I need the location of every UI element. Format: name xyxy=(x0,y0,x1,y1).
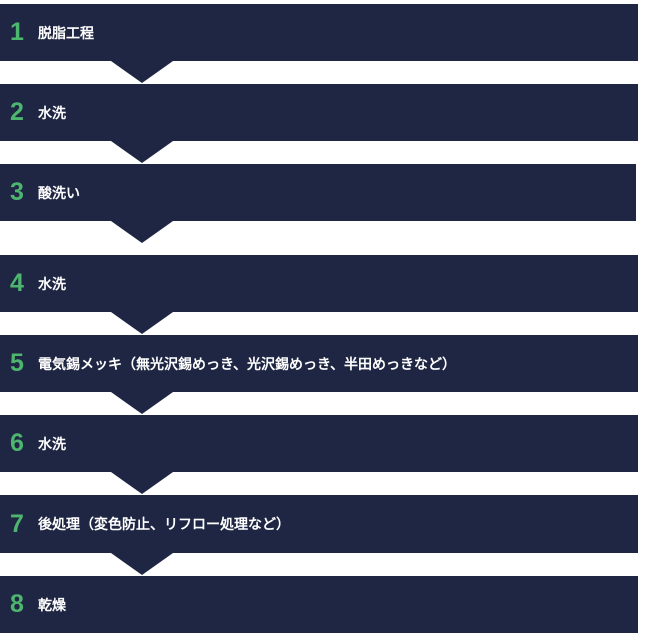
step-label: 乾燥 xyxy=(38,597,66,614)
step-number: 8 xyxy=(10,590,24,618)
step-number: 3 xyxy=(10,178,24,206)
down-arrow-icon xyxy=(111,472,173,494)
down-arrow-icon xyxy=(111,141,173,163)
step-number: 1 xyxy=(10,18,24,46)
step-label: 水洗 xyxy=(38,436,66,453)
step-number: 4 xyxy=(10,269,24,297)
step-1: 1 脱脂工程 xyxy=(0,4,638,61)
down-arrow-icon xyxy=(111,553,173,575)
down-arrow-icon xyxy=(111,221,173,243)
down-arrow-icon xyxy=(111,312,173,334)
step-number: 7 xyxy=(10,509,24,538)
step-label: 酸洗い xyxy=(38,185,80,202)
step-label: 脱脂工程 xyxy=(38,25,94,42)
step-6: 6 水洗 xyxy=(0,415,638,472)
step-label: 水洗 xyxy=(38,105,66,122)
down-arrow-icon xyxy=(111,61,173,83)
step-label: 後処理（変色防止、リフロー処理など） xyxy=(38,517,290,533)
step-number: 2 xyxy=(10,98,24,126)
step-label: 水洗 xyxy=(38,276,66,293)
step-number: 6 xyxy=(10,429,24,457)
step-3: 3 酸洗い xyxy=(0,164,636,221)
step-4: 4 水洗 xyxy=(0,255,638,312)
step-8: 8 乾燥 xyxy=(0,576,638,633)
step-5: 5 電気錫メッキ（無光沢錫めっき、光沢錫めっき、半田めっきなど） xyxy=(0,335,638,392)
step-2: 2 水洗 xyxy=(0,84,638,141)
step-label: 電気錫メッキ（無光沢錫めっき、光沢錫めっき、半田めっきなど） xyxy=(38,356,457,373)
down-arrow-icon xyxy=(111,392,173,414)
step-number: 5 xyxy=(10,349,24,377)
step-7: 7 後処理（変色防止、リフロー処理など） xyxy=(0,495,638,553)
